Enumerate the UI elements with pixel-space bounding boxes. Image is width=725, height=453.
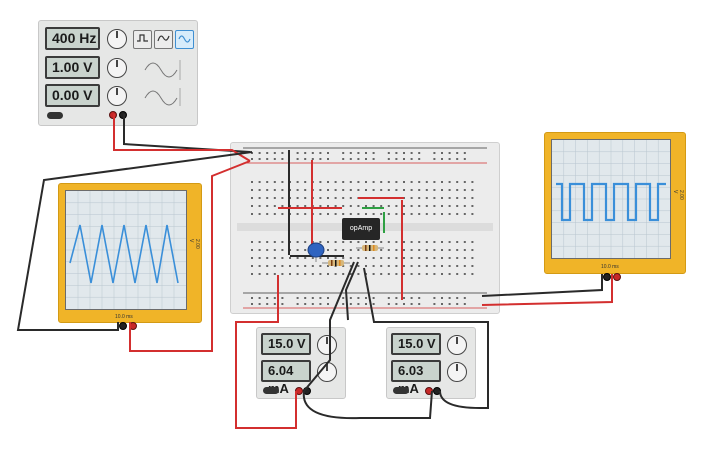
power-supply-left-voltage: 15.0 V — [261, 333, 311, 355]
oscilloscope-right-time: 10.0 ms — [601, 264, 619, 270]
square-wave-button[interactable] — [133, 30, 152, 49]
oscilloscope-right-trace — [552, 140, 670, 258]
sine-wave-button[interactable] — [175, 30, 194, 49]
offset-wave-icon — [144, 88, 181, 106]
frequency-display: 400 Hz — [45, 27, 100, 50]
power-supply-left-current: 6.04 mA — [261, 360, 311, 396]
power-supply-right-current-knob[interactable] — [447, 362, 467, 382]
oscilloscope-right-probe[interactable] — [613, 273, 621, 281]
function-generator[interactable]: 400 Hz 1.00 V 0.00 V — [38, 20, 198, 126]
opamp-label: opAmp — [349, 225, 373, 232]
power-supply-right-voltage: 15.0 V — [391, 333, 441, 355]
power-supply-right-switch[interactable] — [393, 387, 409, 394]
power-supply-left[interactable]: 15.0 V 6.04 mA — [256, 327, 346, 399]
breadboard[interactable]: opAmp — [230, 142, 500, 314]
power-supply-right-current: 6.03 mA — [391, 360, 441, 396]
generator-negative-terminal[interactable] — [119, 111, 127, 119]
triangle-wave-icon — [157, 35, 170, 42]
frequency-knob[interactable] — [107, 29, 127, 49]
amplitude-display: 1.00 V — [45, 56, 100, 79]
wire-right-scope-red — [481, 274, 613, 306]
oscilloscope-left-screen — [65, 190, 187, 310]
oscilloscope-left-ground[interactable] — [119, 322, 127, 330]
dc-offset-display: 0.00 V — [45, 84, 100, 107]
oscilloscope-left-trace — [66, 191, 186, 309]
power-supply-right-negative[interactable] — [433, 387, 441, 395]
oscilloscope-left-time: 10.0 ms — [115, 314, 133, 320]
wire-right-scope-black — [481, 274, 603, 297]
oscilloscope-right[interactable]: 10.0 ms 2.00 V — [544, 132, 686, 281]
square-wave-icon — [137, 34, 148, 42]
power-supply-right-voltage-knob[interactable] — [447, 335, 467, 355]
power-supply-left-negative[interactable] — [303, 387, 311, 395]
oscilloscope-right-volts: 2.00 V — [672, 190, 684, 200]
oscilloscope-left-volts: 2.00 V — [188, 239, 200, 249]
oscilloscope-right-ground[interactable] — [603, 273, 611, 281]
generator-positive-terminal[interactable] — [109, 111, 117, 119]
oscilloscope-right-screen — [551, 139, 671, 259]
triangle-wave-button[interactable] — [154, 30, 173, 49]
generator-power-switch[interactable] — [47, 112, 63, 119]
opamp-chip[interactable]: opAmp — [342, 218, 380, 240]
power-supply-left-switch[interactable] — [263, 387, 279, 394]
power-supply-right-positive[interactable] — [425, 387, 433, 395]
amplitude-knob[interactable] — [107, 58, 127, 78]
oscilloscope-left[interactable]: 10.0 ms 2.00 V — [58, 183, 202, 330]
sine-wave-icon — [178, 35, 191, 43]
dc-offset-knob[interactable] — [107, 86, 127, 106]
power-supply-left-positive[interactable] — [295, 387, 303, 395]
power-supply-left-voltage-knob[interactable] — [317, 335, 337, 355]
power-supply-left-current-knob[interactable] — [317, 362, 337, 382]
power-supply-right[interactable]: 15.0 V 6.03 mA — [386, 327, 476, 399]
oscilloscope-left-probe[interactable] — [129, 322, 137, 330]
amplitude-wave-icon — [144, 60, 181, 80]
